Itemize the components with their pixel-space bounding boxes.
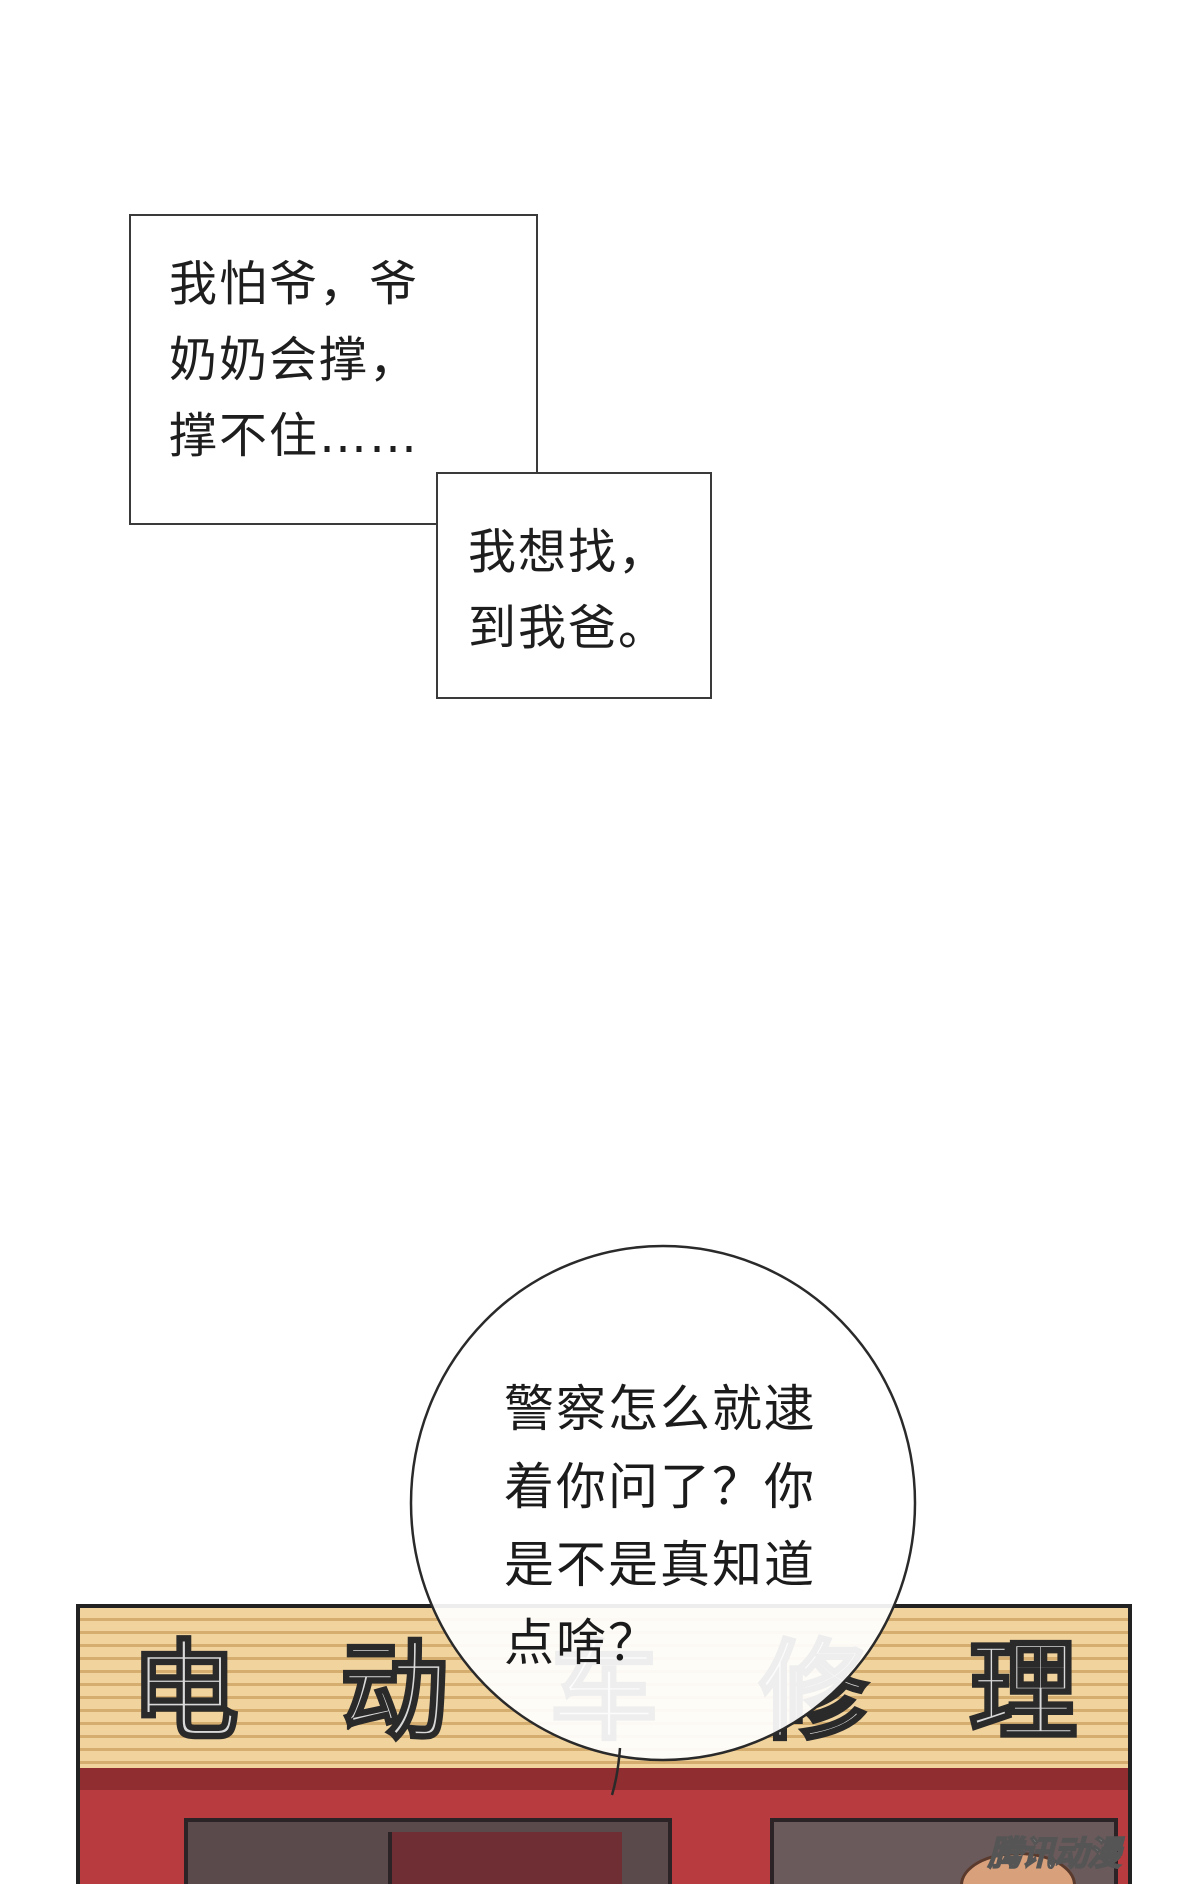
watermark-logo: 腾讯动漫	[987, 1833, 1122, 1875]
caption-box-1: 我怕爷，爷 奶奶会撑， 撑不住……	[129, 214, 538, 525]
awning-shadow	[80, 1768, 1128, 1790]
caption-line: 我想找，	[468, 524, 669, 580]
speech-text: 警察怎么就逮 着你问了？你 是不是真知道 点啥？	[504, 1370, 884, 1682]
speech-line: 警察怎么就逮	[504, 1380, 816, 1438]
shop-window-left	[184, 1818, 672, 1884]
sign-char: 电	[129, 1629, 240, 1757]
caption-line: 我怕爷，爷	[169, 256, 420, 312]
window-pane	[388, 1832, 622, 1884]
caption-seam	[438, 474, 536, 523]
sign-char: 动	[339, 1629, 450, 1757]
shop-window-right	[770, 1818, 1118, 1884]
caption-line: 奶奶会撑，	[169, 332, 420, 388]
speech-line: 着你问了？你	[504, 1458, 816, 1516]
sign-char: 理	[968, 1629, 1079, 1757]
caption-line: 到我爸。	[468, 600, 669, 656]
speech-line: 点啥？	[504, 1614, 660, 1672]
caption-line: 撑不住……	[169, 408, 420, 464]
speech-line: 是不是真知道	[504, 1536, 816, 1594]
